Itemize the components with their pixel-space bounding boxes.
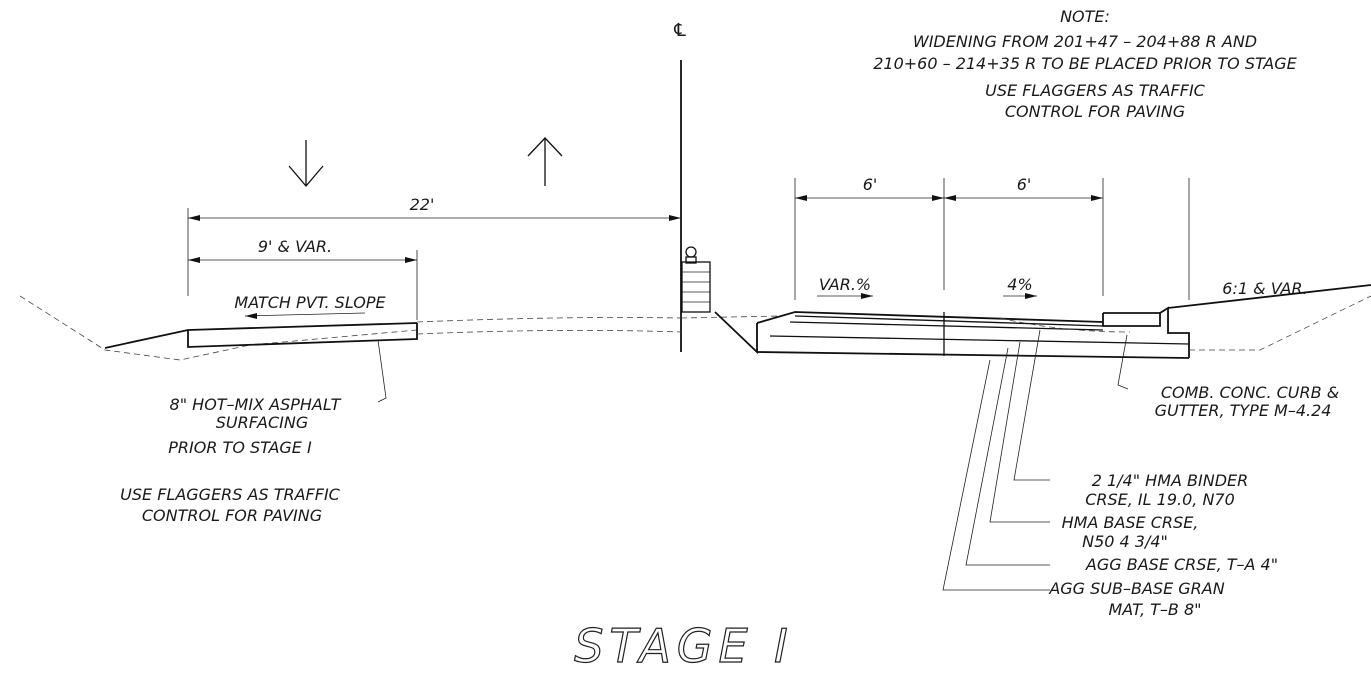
dimension-right-6ft-b: 6' [944, 175, 1104, 296]
note-line-3: USE FLAGGERS AS TRAFFIC [985, 81, 1206, 100]
left-callouts: 8" HOT–MIX ASPHALT SURFACING PRIOR TO ST… [120, 395, 342, 525]
flaggers-line-2: CONTROL FOR PAVING [142, 506, 322, 525]
right-callouts: COMB. CONC. CURB & GUTTER, TYPE M–4.24 2… [1048, 383, 1339, 619]
up-arrow-icon [527, 137, 563, 186]
base-line-1: HMA BASE CRSE, [1062, 513, 1199, 532]
note-block: NOTE: WIDENING FROM 201+47 – 204+88 R AN… [873, 7, 1297, 121]
right-section [680, 284, 1371, 359]
match-slope-annotation: MATCH PVT. SLOPE [234, 293, 387, 319]
dimension-6ft-b-label: 6' [1017, 175, 1032, 194]
subbase-line-1: AGG SUB–BASE GRAN [1048, 579, 1224, 598]
right-leaders [942, 329, 1129, 591]
note-heading: NOTE: [1060, 7, 1110, 26]
side-slope-label: 6:1 & VAR. [1222, 279, 1307, 298]
note-line-1: WIDENING FROM 201+47 – 204+88 R AND [913, 32, 1257, 51]
subbase-line-2: MAT, T–B 8" [1108, 600, 1201, 619]
dimension-22ft: 22' [187, 195, 681, 296]
var-percent-label: VAR.% [819, 275, 871, 294]
down-arrow-icon [288, 140, 324, 188]
curb-line-1: COMB. CONC. CURB & [1161, 383, 1339, 402]
right-slope-labels: VAR.% 4% 6:1 & VAR. [817, 275, 1308, 299]
four-percent-label: 4% [1007, 275, 1032, 294]
match-slope-label: MATCH PVT. SLOPE [234, 293, 386, 312]
dimension-22ft-label: 22' [410, 195, 435, 214]
note-line-4: CONTROL FOR PAVING [1005, 102, 1185, 121]
binder-line-1: 2 1/4" HMA BINDER [1092, 471, 1249, 490]
asphalt-line-2: SURFACING [216, 413, 308, 432]
dimension-9ft-label: 9' & VAR. [258, 237, 332, 256]
dimension-6ft-a-label: 6' [863, 175, 878, 194]
stage-title: STAGE I [574, 619, 793, 673]
centerline: ℄ [673, 20, 686, 352]
centerline-symbol: ℄ [673, 20, 686, 41]
dimension-right-6ft-a: 6' [794, 175, 945, 300]
binder-line-2: CRSE, IL 19.0, N70 [1085, 490, 1235, 509]
asphalt-line-3: PRIOR TO STAGE I [168, 438, 312, 457]
curb-line-2: GUTTER, TYPE M–4.24 [1155, 401, 1332, 420]
left-section [19, 295, 682, 403]
barrier-icon [681, 246, 711, 313]
dimension-9ft-var: 9' & VAR. [188, 237, 418, 320]
asphalt-line-1: 8" HOT–MIX ASPHALT [170, 395, 342, 414]
base-line-2: N50 4 3/4" [1082, 532, 1168, 551]
flaggers-line-1: USE FLAGGERS AS TRAFFIC [120, 485, 341, 504]
note-line-2: 210+60 – 214+35 R TO BE PLACED PRIOR TO … [873, 54, 1297, 73]
agg-base-line: AGG BASE CRSE, T–A 4" [1085, 555, 1278, 574]
